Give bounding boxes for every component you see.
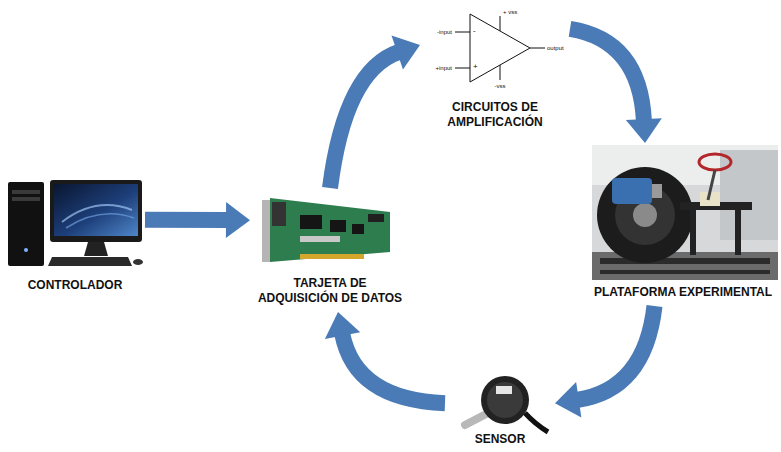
arrow-body xyxy=(145,212,228,228)
flow-arrow xyxy=(570,29,662,143)
node-caption: TARJETA DE ADQUISICIÓN DE DATOS xyxy=(254,276,406,306)
computer-illustration xyxy=(8,180,143,266)
arrow-head xyxy=(626,118,662,143)
arrow-head xyxy=(392,35,420,69)
arrow-body xyxy=(330,52,399,188)
arrow-body xyxy=(342,334,445,404)
arrow-head xyxy=(555,382,581,418)
node-caption: PLATAFORMA EXPERIMENTAL xyxy=(589,285,777,300)
pin-label: -vss xyxy=(488,83,512,90)
platform-photo xyxy=(592,145,778,280)
pin-label: -input xyxy=(424,29,452,36)
pin-label: + vss xyxy=(503,9,527,16)
figure-node: CONTROLADOR xyxy=(5,175,145,299)
flow-arrow xyxy=(325,312,445,403)
node-caption: SENSOR xyxy=(447,432,553,447)
flow-arrow xyxy=(145,202,250,238)
pin-label: +input xyxy=(424,65,452,72)
op-amp-symbol xyxy=(455,14,545,82)
flow-arrow xyxy=(555,306,655,418)
flow-arrow xyxy=(330,35,420,188)
daq-card-illustration xyxy=(262,198,390,262)
pin-label: output xyxy=(547,45,569,52)
arrow-head xyxy=(226,202,250,238)
figure-node: PLATAFORMA EXPERIMENTAL xyxy=(588,143,778,306)
arrow-head xyxy=(325,312,360,339)
arrow-body xyxy=(570,29,644,121)
pin-label: + xyxy=(473,63,481,71)
figure-node: SENSOR xyxy=(445,372,555,450)
node-caption: CONTROLADOR xyxy=(7,278,143,293)
arrow-body xyxy=(577,306,655,400)
pin-label: - xyxy=(473,27,481,35)
figure-node: TARJETA DE ADQUISICIÓN DE DATOS xyxy=(250,188,410,312)
encoder-illustration xyxy=(465,376,548,432)
node-caption: CIRCUITOS DE AMPLIFICACIÓN xyxy=(429,100,561,130)
